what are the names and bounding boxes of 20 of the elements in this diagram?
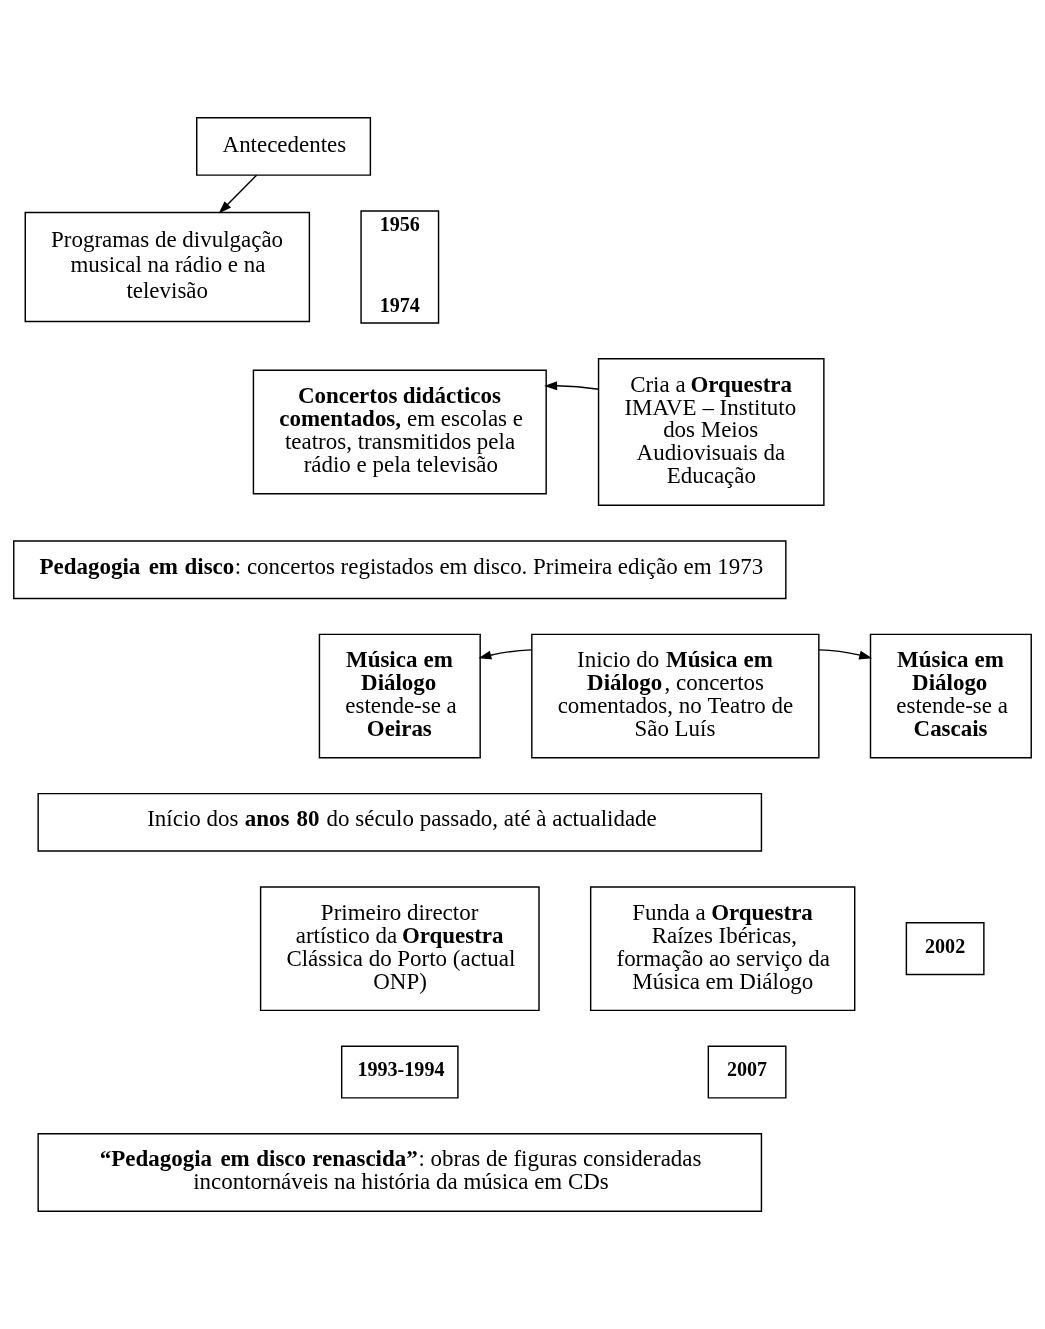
arrow xyxy=(544,381,600,391)
node-box: Cria a Orquestra IMAVE – Instituto dos Meios Audiovisuais da Educação xyxy=(597,358,825,506)
node-box: 1956 1974 xyxy=(360,210,440,324)
node-box: Início dos anos 80 do século passado, até à actualidade xyxy=(37,792,763,852)
node-box: Pedagogia em disco: concertos registados em disco. Primeira edição em 1973 xyxy=(13,540,787,600)
node-box: Inicio do Música em Diálogo, concertos comentados, no Teatro de São Luís xyxy=(531,633,820,759)
node-box: Antecedentes xyxy=(196,117,372,176)
node-box: “Pedagogia em disco renascida”: obras de figuras consideradas incontornáveis na história da música em CDs xyxy=(37,1133,763,1212)
node-box: 2007 xyxy=(707,1045,787,1099)
node-box: Música em Diálogo estende-se a Oeiras xyxy=(318,633,481,759)
node-box: Primeiro director artístico da Orquestra Clássica do Porto (actual ONP) xyxy=(259,886,540,1012)
node-box: Funda a Orquestra Raízes Ibéricas, formação ao serviço da Música em Diálogo xyxy=(589,886,856,1012)
arrow xyxy=(818,649,873,660)
node-box: Música em Diálogo estende-se a Cascais xyxy=(869,633,1032,759)
arrow xyxy=(218,174,258,214)
node-box: 2002 xyxy=(905,922,985,976)
node-box: 1993-1994 xyxy=(340,1045,459,1099)
arrow xyxy=(478,649,533,660)
node-box: Concertos didácticos comentados, em escolas e teatros, transmitidos pela rádio e pela televisão xyxy=(252,369,547,495)
node-box: Programas de divulgação musical na rádio e na televisão xyxy=(24,211,311,323)
